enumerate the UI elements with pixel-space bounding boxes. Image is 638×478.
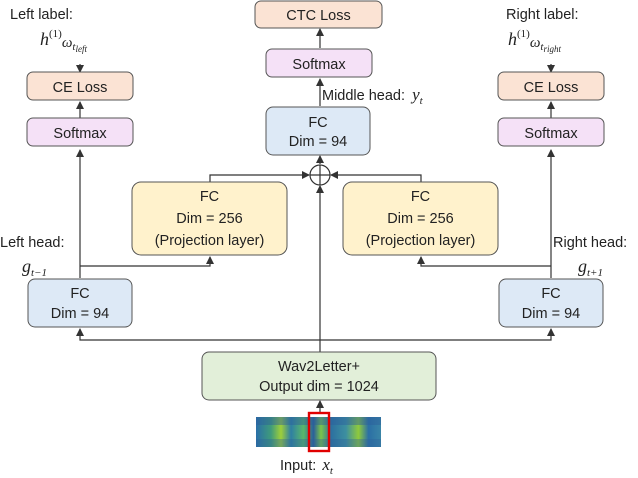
fc-left-title: FC [70,286,89,302]
input-spectrogram [256,411,381,453]
projection-right-title: FC [411,189,430,205]
left-label-formula: h(1)ωtleft [40,28,87,54]
fc-middle-box: FC Dim = 94 [265,106,371,156]
right-label-formula: h(1)ωtright [508,28,561,54]
arrow-fc-left-to-projection [80,256,214,267]
fc-left-dim: Dim = 94 [51,306,109,322]
ce-loss-right-box: CE Loss [497,71,605,101]
connections [76,28,555,413]
input-frame-highlight [307,411,331,453]
left-head-var: gt−1 [22,256,47,279]
ce-loss-right-label: CE Loss [524,80,579,96]
softmax-left-label: Softmax [53,126,107,142]
fc-right-title: FC [541,286,560,302]
fc-right-box: FC Dim = 94 [498,278,604,328]
arrow-projection-left-to-sum [209,171,310,182]
fc-left-box: FC Dim = 94 [27,278,133,328]
arrow-encoder-to-fc-left [76,328,320,341]
projection-right-dim: Dim = 256 [387,211,454,227]
ce-loss-left-box: CE Loss [26,71,134,101]
sum-node [309,164,331,186]
right-label-title: Right label: [506,7,579,23]
arrow-fc-right-to-projection [417,256,551,267]
fc-right-dim: Dim = 94 [522,306,580,322]
softmax-right-label: Softmax [524,126,578,142]
softmax-right-box: Softmax [497,117,605,147]
projection-left-dim: Dim = 256 [176,211,243,227]
projection-right-box: FC Dim = 256 (Projection layer) [342,181,499,256]
projection-right-note: (Projection layer) [366,233,476,249]
ctc-loss-box: CTC Loss [254,0,383,29]
fc-middle-title: FC [308,115,327,131]
left-label-title: Left label: [10,7,73,23]
softmax-middle-box: Softmax [265,48,373,78]
left-head-label: Left head: [0,235,65,251]
projection-left-box: FC Dim = 256 (Projection layer) [131,181,288,256]
right-head-var: gt+1 [578,256,603,279]
fc-middle-dim: Dim = 94 [289,134,347,150]
ctc-loss-label: CTC Loss [286,8,350,24]
arrow-projection-right-to-sum [330,171,422,182]
projection-left-title: FC [200,189,219,205]
projection-left-note: (Projection layer) [155,233,265,249]
encoder-title: Wav2Letter+ [278,359,360,375]
encoder-box: Wav2Letter+ Output dim = 1024 [201,351,437,401]
ce-loss-left-label: CE Loss [53,80,108,96]
softmax-middle-label: Softmax [292,57,346,73]
input-label: Input: xt [280,455,334,477]
encoder-dim: Output dim = 1024 [259,379,379,395]
softmax-left-box: Softmax [26,117,134,147]
arrow-encoder-to-fc-right [320,328,555,341]
right-head-label: Right head: [553,235,627,251]
middle-head-label: Middle head: yt [322,85,424,107]
